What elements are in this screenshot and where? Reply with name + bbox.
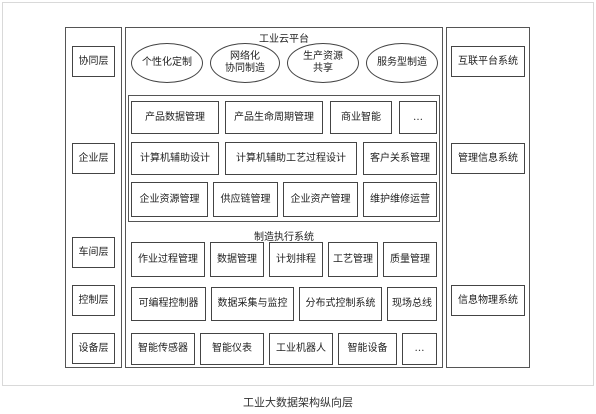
cell-mro: 维护维修运营 (363, 182, 437, 217)
layer-collaboration: 协同层 (72, 46, 115, 77)
cell-eam: 企业资产管理 (283, 182, 358, 217)
layer-device: 设备层 (72, 333, 115, 364)
cell-scm: 供应链管理 (213, 182, 278, 217)
layer-control: 控制层 (72, 285, 115, 316)
system-internet-platform: 互联平台系统 (451, 46, 525, 77)
cell-erp: 企业资源管理 (131, 182, 208, 217)
cell-product-data-mgmt: 产品数据管理 (131, 101, 219, 134)
layer-column (65, 27, 122, 368)
cell-cad: 计算机辅助设计 (131, 142, 219, 175)
oval-networked-manufacturing: 网络化 协同制造 (210, 43, 280, 83)
cell-industrial-robot: 工业机器人 (269, 333, 333, 365)
oval-resource-sharing: 生产资源 共享 (287, 43, 359, 83)
system-column (446, 27, 530, 368)
system-cps: 信息物理系统 (451, 285, 525, 316)
cell-capp: 计算机辅助工艺过程设计 (225, 142, 357, 175)
cell-scheduling: 计划排程 (269, 242, 323, 277)
cell-crm: 客户关系管理 (363, 142, 437, 175)
oval-personalized-customization: 个性化定制 (131, 43, 203, 83)
cell-business-intelligence: 商业智能 (330, 101, 392, 134)
layer-workshop: 车间层 (72, 237, 115, 268)
cell-data-mgmt: 数据管理 (210, 242, 264, 277)
cell-plm: 产品生命周期管理 (225, 101, 323, 134)
figure-caption: 工业大数据架构纵向层 (243, 396, 353, 409)
cell-process-mgmt: 工艺管理 (328, 242, 378, 277)
cloud-title: 工业云平台 (259, 34, 309, 45)
cell-more-2: … (402, 333, 437, 365)
cell-fieldbus: 现场总线 (387, 287, 437, 321)
cell-scada: 数据采集与监控 (211, 287, 294, 321)
cell-more-1: … (399, 101, 437, 134)
cell-smart-sensor: 智能传感器 (131, 333, 195, 365)
cell-job-process-mgmt: 作业过程管理 (131, 242, 205, 277)
cell-smart-equipment: 智能设备 (338, 333, 397, 365)
cell-plc: 可编程控制器 (131, 287, 206, 321)
figure-frame (2, 2, 594, 386)
system-mis: 管理信息系统 (451, 143, 525, 174)
cell-smart-meter: 智能仪表 (200, 333, 264, 365)
cell-dcs: 分布式控制系统 (299, 287, 382, 321)
oval-service-manufacturing: 服务型制造 (366, 43, 438, 83)
mes-title: 制造执行系统 (254, 232, 314, 243)
layer-enterprise: 企业层 (72, 143, 115, 174)
cell-quality-mgmt: 质量管理 (383, 242, 437, 277)
